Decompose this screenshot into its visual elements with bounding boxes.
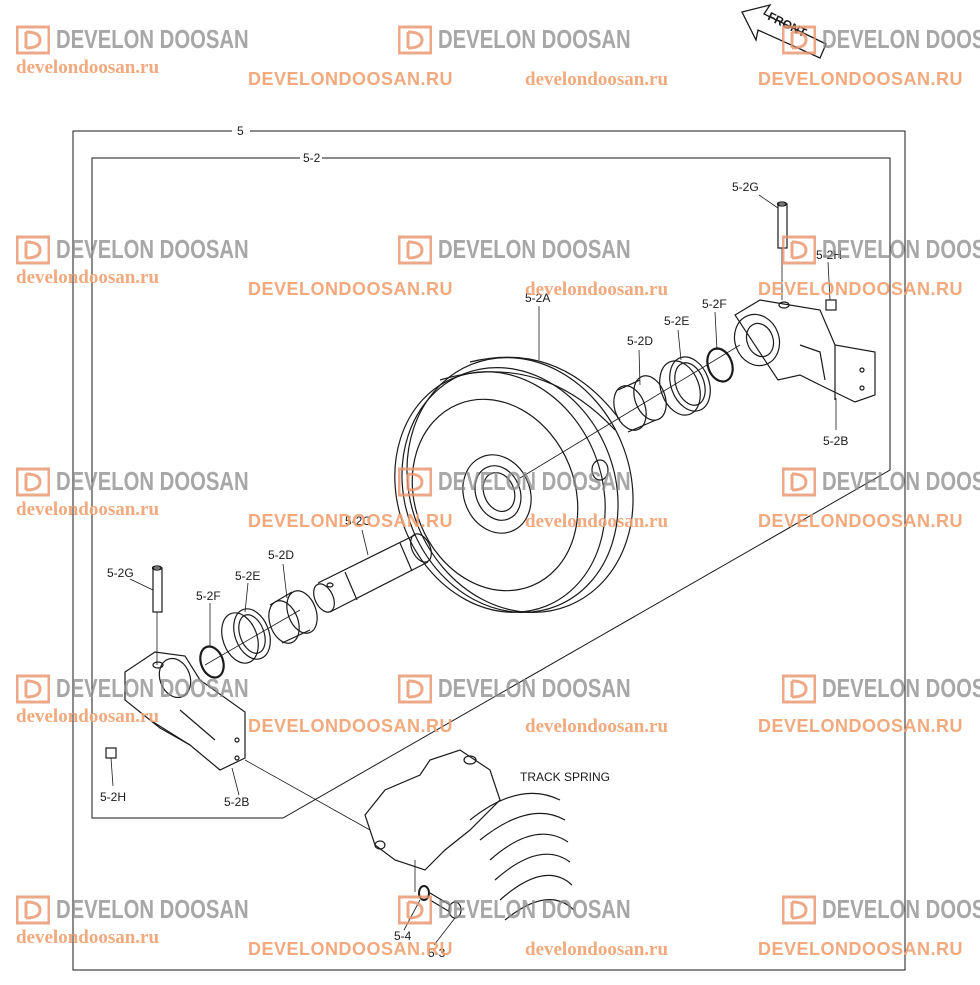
- bolt: [429, 892, 462, 919]
- bracket-right: [733, 299, 876, 403]
- label-bolt-5-3: 5-3: [428, 946, 446, 960]
- label-idler-5-2a: 5-2A: [525, 291, 550, 305]
- label-washer-5-4: 5-4: [394, 929, 412, 943]
- o-ring-right: [706, 347, 734, 383]
- label-plug-right-5-2h: 5-2H: [816, 248, 842, 262]
- washer: [418, 885, 430, 901]
- front-arrow: [741, 3, 827, 59]
- label-bushing-left-5-2d: 5-2D: [268, 548, 294, 562]
- label-track-spring: TRACK SPRING: [520, 770, 610, 784]
- label-pin-left-5-2g: 5-2G: [107, 566, 134, 580]
- label-plug-left-5-2h: 5-2H: [100, 790, 126, 804]
- leader-lines: [110, 194, 837, 946]
- idler-wheel: [394, 356, 634, 613]
- label-subassembly-5-2: 5-2: [303, 151, 321, 165]
- label-shaft-5-2c: 5-2C: [345, 514, 371, 528]
- label-seal-right-5-2e: 5-2E: [664, 314, 689, 328]
- plug-right: [825, 299, 837, 311]
- label-bracket-right-5-2b: 5-2B: [823, 434, 848, 448]
- plug-left: [105, 747, 117, 759]
- seal-left: [221, 608, 271, 664]
- label-oring-right-5-2f: 5-2F: [702, 297, 727, 311]
- pin-left: [151, 565, 163, 613]
- o-ring-left: [199, 645, 225, 679]
- bracket-left: [124, 651, 246, 771]
- label-bushing-right-5-2d: 5-2D: [627, 334, 653, 348]
- label-seal-left-5-2e: 5-2E: [235, 569, 260, 583]
- label-pin-right-5-2g: 5-2G: [732, 180, 759, 194]
- label-bracket-left-5-2b: 5-2B: [224, 795, 249, 809]
- pin-right: [776, 201, 788, 249]
- subassembly-5-2-frame: [91, 157, 891, 819]
- front-arrow-label: FRONT: [766, 9, 810, 40]
- assembly-5-frame: [72, 130, 906, 971]
- label-oring-left-5-2f: 5-2F: [196, 589, 221, 603]
- track-spring: [364, 749, 575, 921]
- shaft: [313, 533, 432, 613]
- label-assembly-5: 5: [237, 124, 244, 138]
